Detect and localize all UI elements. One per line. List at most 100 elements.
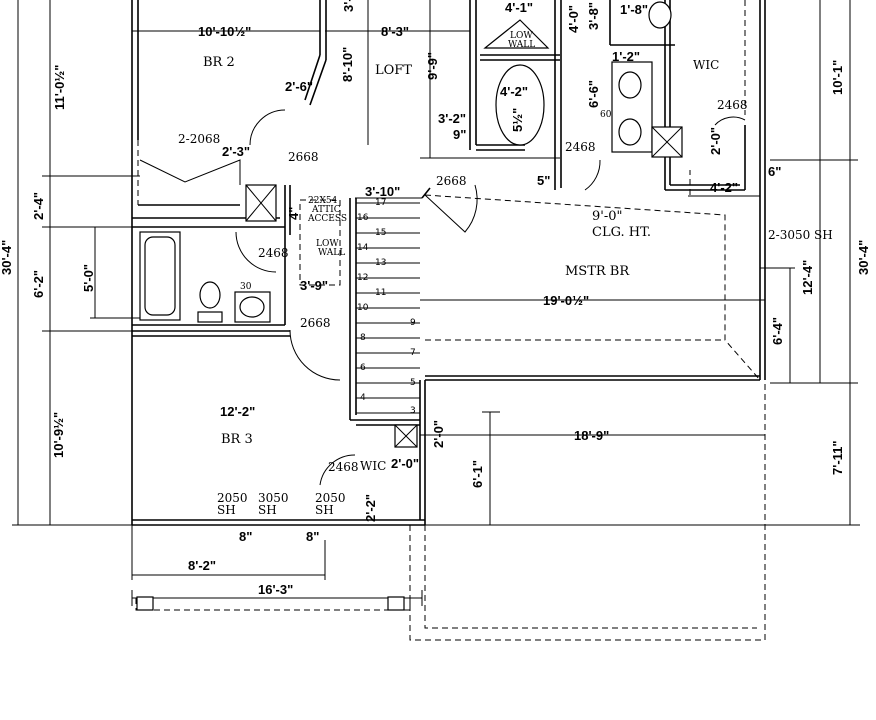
master-sink-2 xyxy=(618,118,642,146)
room-label-br2: BR 2 xyxy=(203,55,235,70)
stair-treads xyxy=(356,202,420,414)
linen-closet-x2 xyxy=(245,184,277,222)
dim-11-0: 11'-0½" xyxy=(52,65,67,110)
low-wall-bath-2: WALL xyxy=(508,40,535,50)
dim-2-0-b: 2'-0" xyxy=(431,420,446,448)
window-label-2050-b-sh: SH xyxy=(315,503,334,517)
dim-3-2: 3'-2" xyxy=(438,111,466,126)
dim-br3-width: 12'-2" xyxy=(220,404,255,419)
dim-4: 4" xyxy=(286,207,301,220)
room-label-loft: LOFT xyxy=(375,63,412,78)
tub-size-label: 30 xyxy=(240,282,252,292)
toilet-bowl xyxy=(199,281,221,309)
dim-6-2: 6'-2" xyxy=(31,270,46,298)
attic-size: 22X54 xyxy=(308,196,338,206)
dim-10-1: 10'-1" xyxy=(830,60,845,95)
dim-9: 9" xyxy=(453,127,466,142)
master-tub xyxy=(495,64,545,146)
master-sink-1 xyxy=(618,71,642,99)
room-labels: BR 2 LOFT BR 3 MSTR BR WIC WIC 9'-0" CLG… xyxy=(203,31,719,473)
ceiling-height-label: CLG. HT. xyxy=(592,225,651,240)
master-linen-x2 xyxy=(651,126,683,158)
attic-label: ATTIC xyxy=(311,205,341,215)
dim-mstr-width: 19'-0½" xyxy=(543,293,589,308)
stair-number: 14 xyxy=(357,243,369,253)
stair-number: 12 xyxy=(357,273,368,283)
dim-loft-width: 8'-3" xyxy=(381,24,409,39)
room-label-wic-right: WIC xyxy=(693,58,719,72)
door-label-bath: 2468 xyxy=(258,246,289,260)
window-label-2050-b: 2050 xyxy=(315,491,346,505)
dim-6-4: 6'-4" xyxy=(770,317,785,345)
dim-br2-width: 10'-10½" xyxy=(198,24,251,39)
stair-number: 10 xyxy=(357,303,369,313)
master-toilet xyxy=(648,1,672,29)
dim-10-9: 10'-9½" xyxy=(51,412,66,458)
dim-3-9: 3'-9" xyxy=(300,278,328,293)
dimension-lines xyxy=(12,0,860,606)
dim-18-9: 18'-9" xyxy=(574,428,609,443)
stair-numbers: 17 16 15 14 13 12 11 10 9 8 7 6 5 4 3 xyxy=(357,198,416,416)
window-label-2050-a: 2050 xyxy=(217,491,248,505)
tub-inner xyxy=(144,236,176,316)
sink-basin xyxy=(239,296,265,318)
stair-number: 9 xyxy=(410,318,416,328)
dim-5-0: 5'-0" xyxy=(81,264,96,292)
dim-8-b: 8" xyxy=(306,529,319,544)
dim-loft-depth: 8'-10" xyxy=(340,47,355,82)
dim-1-2: 1'-2" xyxy=(612,49,640,64)
dim-3-10: 3'-10" xyxy=(365,184,400,199)
dim-5-half: 5½" xyxy=(510,108,525,132)
dim-6-6: 6'-6" xyxy=(586,80,601,108)
ceiling-height-value: 9'-0" xyxy=(592,209,623,224)
dim-6: 6" xyxy=(768,164,781,179)
dim-4-2-tub: 4'-2" xyxy=(500,84,528,99)
stair-closet-x2 xyxy=(394,424,418,448)
dim-4-0: 4'-0" xyxy=(566,5,581,33)
dim-2-2: 2'-2" xyxy=(363,494,378,522)
opening-labels: 2-2068 2668 2668 2468 2468 2468 2668 246… xyxy=(178,98,833,517)
attic-access: ACCESS xyxy=(307,214,347,224)
stair-number: 16 xyxy=(357,213,369,223)
dim-30-4-right: 30'-4" xyxy=(856,240,871,275)
door-label-mbr: 2668 xyxy=(436,174,467,188)
dim-8-a: 8" xyxy=(239,529,252,544)
stair-number: 8 xyxy=(360,333,366,343)
dim-2-4: 2'-4" xyxy=(31,192,46,220)
stair-number: 17 xyxy=(375,198,386,208)
walls xyxy=(131,0,766,526)
stair-number: 7 xyxy=(410,348,416,358)
room-label-br3: BR 3 xyxy=(221,432,253,447)
low-wall-stair-2: WALL xyxy=(318,248,345,258)
window-label-2050-a-sh: SH xyxy=(217,503,236,517)
window-label-mstr: 2-3050 SH xyxy=(768,228,833,242)
stair-number: 13 xyxy=(375,258,386,268)
door-label-hall: 2668 xyxy=(288,150,319,164)
dim-9-9: 9'-9" xyxy=(425,52,440,80)
dim-12-4: 12'-4" xyxy=(800,260,815,295)
stair-number: 11 xyxy=(375,288,386,298)
dim-2-6: 2'-6" xyxy=(285,79,313,94)
door-label-2068: 2-2068 xyxy=(178,132,220,146)
door-label-wic: 2468 xyxy=(717,98,748,112)
stair-number: 6 xyxy=(360,363,366,373)
dim-5: 5" xyxy=(537,173,550,188)
dashed-lines xyxy=(135,0,766,641)
dim-7-11: 7'-11" xyxy=(830,440,845,475)
fixtures xyxy=(136,1,683,611)
dim-4-1: 4'-1" xyxy=(505,0,533,15)
window-label-3050: 3050 xyxy=(258,491,289,505)
bottom-left-post xyxy=(136,596,154,611)
dim-6-1: 6'-1" xyxy=(470,460,485,488)
low-wall-shaft xyxy=(483,19,550,49)
door-label-mbath: 2468 xyxy=(565,140,596,154)
dimension-labels: 10'-10½" 8'-3" 8'-10" 2'-6" 9'-9" 4'-1" … xyxy=(0,0,871,597)
door-label-br3-wic: 2468 xyxy=(328,460,359,474)
dim-16-3: 16'-3" xyxy=(258,582,293,597)
dim-3-partial: 3'- xyxy=(341,0,356,12)
low-wall-bath-1: LOW xyxy=(510,31,533,41)
dim-8-2: 8'-2" xyxy=(188,558,216,573)
dim-30-4-left: 30'-4" xyxy=(0,240,14,275)
low-wall-stair-1: LOW xyxy=(316,239,339,249)
